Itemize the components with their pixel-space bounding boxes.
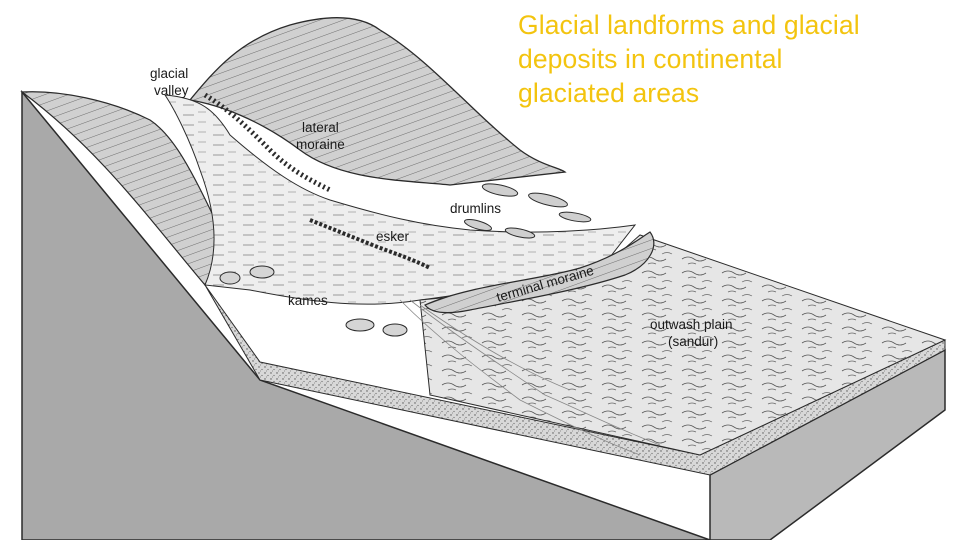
mountain [188, 17, 567, 186]
block-front-face [709, 348, 946, 540]
label-outwash-plain-line2: (sandur) [668, 334, 718, 349]
title-line: Glacial landforms and glacial [518, 10, 860, 40]
title-line: deposits in continental [518, 44, 783, 74]
kame [249, 265, 275, 279]
label-glacial-valley-line2: valley [154, 83, 189, 98]
block-left-face [21, 89, 711, 540]
kame [382, 323, 408, 337]
terminal-moraine-ridge [424, 231, 655, 314]
drumlins-group [463, 183, 592, 239]
label-kames: kames [288, 293, 328, 308]
kames-group [219, 265, 408, 337]
drumlin [504, 227, 536, 239]
drumlin [463, 219, 493, 231]
sediment-layer [204, 284, 946, 476]
label-glacial-valley-line1: glacial [150, 66, 188, 81]
label-drumlins: drumlins [450, 201, 501, 216]
title-line: glaciated areas [518, 78, 700, 108]
drumlin [558, 211, 592, 223]
label-lateral-moraine-line2: moraine [296, 137, 345, 152]
label-outwash-plain-line1: outwash plain [650, 317, 733, 332]
label-esker: esker [376, 229, 410, 244]
drumlin [528, 192, 568, 208]
slide-title: Glacial landforms and glacial deposits i… [518, 8, 954, 110]
lateral-moraine-ridge [203, 92, 332, 193]
label-lateral-moraine-line1: lateral [302, 120, 339, 135]
meltwater-channels [399, 299, 661, 456]
kame [345, 318, 375, 332]
kame [219, 271, 241, 285]
valley-side-slope [20, 91, 231, 286]
drumlin [481, 183, 519, 197]
